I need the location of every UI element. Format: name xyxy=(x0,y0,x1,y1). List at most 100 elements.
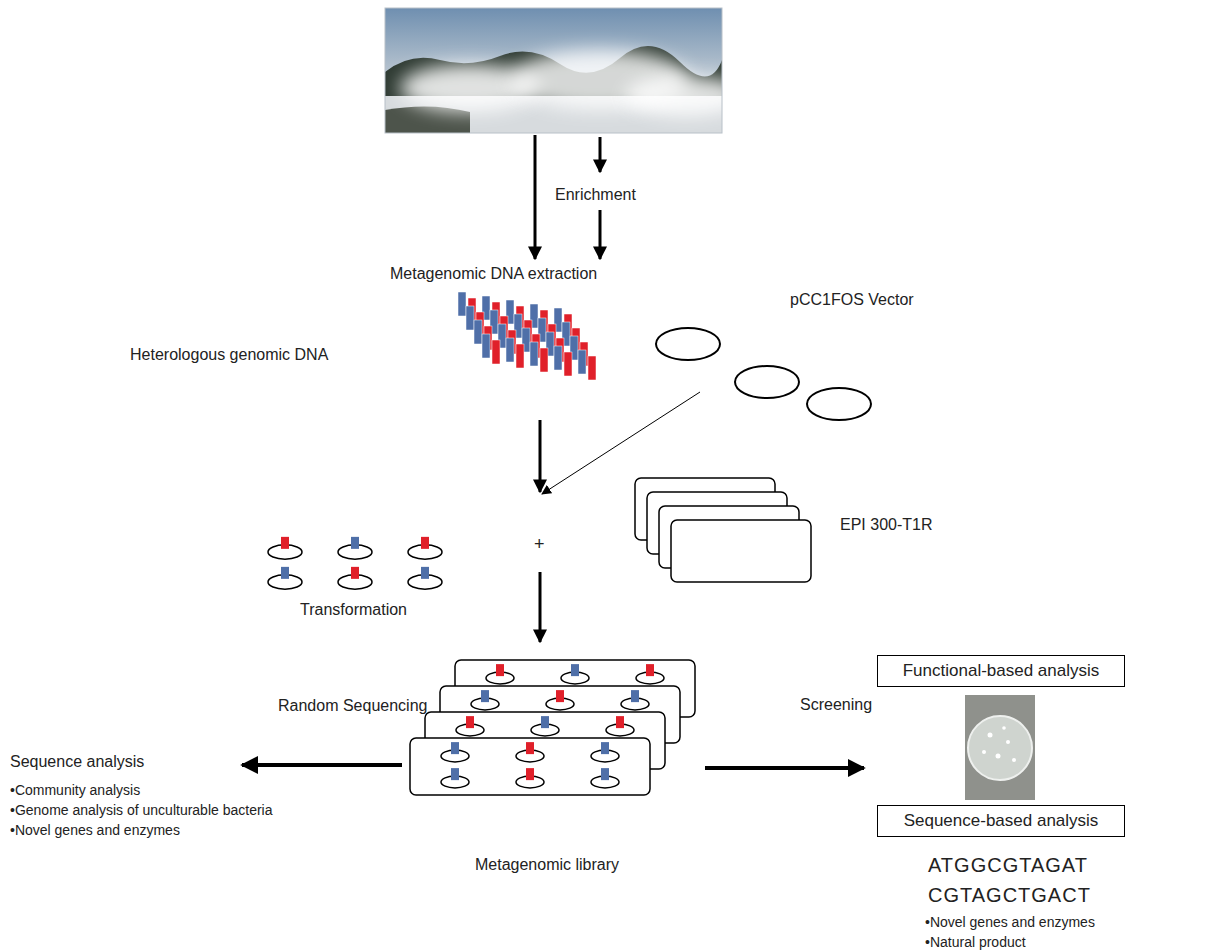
screening-arrow xyxy=(705,766,864,770)
dna-fragment xyxy=(482,334,490,358)
plasmid xyxy=(441,742,469,762)
dna-insert xyxy=(281,537,289,549)
box-title: Functional-based analysis xyxy=(903,661,1100,681)
part-label: Heterologous genomic DNA xyxy=(130,345,328,364)
analysis-box: Functional-based analysis xyxy=(877,655,1125,687)
part-label: Metagenomic library xyxy=(475,855,619,874)
dna-insert xyxy=(421,537,429,549)
plasmid xyxy=(606,716,634,736)
host-cell-stack xyxy=(635,478,811,582)
colony xyxy=(996,754,1001,759)
dna-insert xyxy=(571,664,579,676)
plasmid xyxy=(561,664,589,684)
dna-insert xyxy=(281,567,289,579)
bullet-item: •Genome analysis of unculturable bacteri… xyxy=(10,802,273,819)
part-label: pCC1FOS Vector xyxy=(790,290,914,309)
step-label: Transformation xyxy=(300,600,407,619)
dna-insert xyxy=(451,768,459,780)
plasmid xyxy=(338,537,372,559)
bullet-item: •Community analysis xyxy=(10,782,140,799)
plasmid xyxy=(441,768,469,788)
dna-insert xyxy=(526,768,534,780)
petri-dish-photo xyxy=(965,695,1035,800)
sequencing-arrow xyxy=(242,763,402,767)
dna-fragment xyxy=(530,342,538,366)
flow-arrow xyxy=(539,572,542,642)
colony xyxy=(1002,726,1006,730)
step-label: Screening xyxy=(800,695,872,714)
vector-plasmid xyxy=(735,366,799,398)
dna-insert xyxy=(351,537,359,549)
plasmid xyxy=(516,742,544,762)
dna-insert xyxy=(421,567,429,579)
photo-ground xyxy=(965,695,1035,800)
library-plates xyxy=(410,660,695,795)
library-plate xyxy=(410,738,650,795)
plasmid xyxy=(486,664,514,684)
colony xyxy=(982,750,986,754)
plus-sign: + xyxy=(534,534,545,556)
colony xyxy=(1012,758,1016,762)
section-heading: Sequence analysis xyxy=(10,752,144,771)
dna-insert xyxy=(526,742,534,754)
plasmid xyxy=(471,690,499,710)
dna-fragment xyxy=(554,346,562,370)
dna-insert xyxy=(466,716,474,728)
plasmid xyxy=(516,768,544,788)
flow-arrow xyxy=(599,137,602,172)
dna-sequence: ATGGCGTAGAT xyxy=(928,853,1088,877)
colony xyxy=(1006,740,1010,744)
vector-plasmid xyxy=(656,328,720,360)
plasmid xyxy=(531,716,559,736)
vector-plasmid xyxy=(807,388,871,420)
plasmid xyxy=(408,537,442,559)
colony xyxy=(988,733,993,738)
hot-spring-photo xyxy=(385,8,722,133)
dna-fragment xyxy=(466,306,474,330)
dna-fragments xyxy=(458,292,596,380)
flow-arrow xyxy=(534,135,537,259)
dna-insert xyxy=(541,716,549,728)
plasmid xyxy=(268,537,302,559)
photo-frame xyxy=(385,8,722,133)
dna-insert xyxy=(601,768,609,780)
part-label: EPI 300-T1R xyxy=(840,515,932,534)
dna-fragment xyxy=(588,356,596,380)
dna-fragment xyxy=(506,338,514,362)
dna-insert xyxy=(351,567,359,579)
dna-fragment xyxy=(516,344,524,368)
bullet-item: •Novel genes and enzymes xyxy=(925,914,1095,931)
plasmid xyxy=(621,690,649,710)
plasmid xyxy=(591,768,619,788)
steam xyxy=(625,76,722,116)
flow-arrow xyxy=(539,420,542,492)
analysis-box: Sequence-based analysis xyxy=(877,805,1125,837)
box-title: Sequence-based analysis xyxy=(904,811,1099,831)
plasmid xyxy=(636,664,664,684)
dna-insert xyxy=(496,664,504,676)
plasmid xyxy=(591,742,619,762)
step-label: Metagenomic DNA extraction xyxy=(390,264,597,283)
dna-insert xyxy=(451,742,459,754)
plasmid xyxy=(546,690,574,710)
dna-fragment xyxy=(492,340,500,364)
dna-insert xyxy=(556,690,564,702)
dna-fragment xyxy=(540,348,548,372)
dna-fragment xyxy=(474,320,482,344)
plasmid xyxy=(268,567,302,589)
bullet-item: •Natural product xyxy=(925,934,1026,951)
plasmid xyxy=(338,567,372,589)
agar-plate xyxy=(968,716,1032,780)
plasmid xyxy=(408,567,442,589)
dna-fragment xyxy=(564,352,572,376)
dna-insert xyxy=(631,690,639,702)
flow-arrow xyxy=(599,210,602,259)
dna-fragment xyxy=(578,350,586,374)
dna-insert xyxy=(601,742,609,754)
step-label: Enrichment xyxy=(555,185,636,204)
dna-insert xyxy=(481,690,489,702)
dna-insert xyxy=(646,664,654,676)
recombinant-plasmids xyxy=(268,537,442,589)
dna-insert xyxy=(616,716,624,728)
